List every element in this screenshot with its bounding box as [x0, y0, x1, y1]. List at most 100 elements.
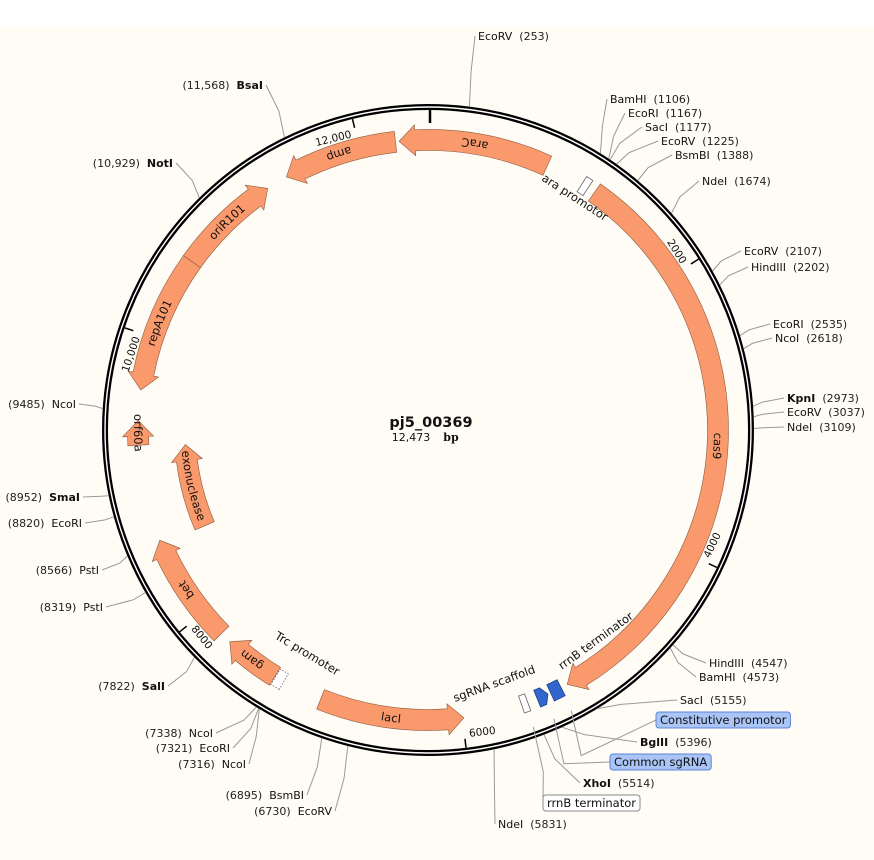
- restriction-site-label[interactable]: (8952) SmaI: [6, 491, 80, 504]
- site-name: EcoRV: [744, 245, 779, 258]
- site-name: SmaI: [49, 491, 80, 504]
- site-position: (9485): [8, 398, 45, 411]
- feature-arrow[interactable]: [151, 539, 230, 642]
- restriction-site-label[interactable]: (7338) NcoI: [145, 727, 213, 740]
- restriction-site-label[interactable]: NdeI (3109): [787, 421, 856, 434]
- site-leader-line: [265, 84, 285, 138]
- callout-label: Constitutive promotor: [660, 713, 787, 727]
- restriction-site-label[interactable]: (7822) SalI: [98, 680, 165, 693]
- site-position: (7822): [98, 680, 135, 693]
- site-leader-line: [671, 180, 700, 214]
- restriction-site-label[interactable]: HindIII (2202): [751, 261, 830, 274]
- restriction-site-label[interactable]: (10,929) NotI: [93, 157, 173, 170]
- restriction-site-label[interactable]: SacI (1177): [645, 121, 712, 134]
- restriction-site-label[interactable]: BamHI (1106): [610, 93, 690, 106]
- restriction-site-label[interactable]: KpnI (2973): [787, 392, 859, 405]
- restriction-site-label[interactable]: EcoRI (2535): [773, 318, 847, 331]
- restriction-site-label[interactable]: (7321) EcoRI: [156, 742, 230, 755]
- feature-arrow[interactable]: [398, 124, 553, 176]
- site-name: BsaI: [237, 79, 263, 92]
- restriction-site-label[interactable]: (11,568) BsaI: [182, 79, 263, 92]
- feature-arrow[interactable]: [229, 640, 281, 686]
- site-position: (4573): [743, 671, 780, 684]
- site-leader-line: [616, 140, 659, 165]
- tick-mark: [179, 625, 188, 633]
- restriction-site-label[interactable]: EcoRI (1167): [628, 107, 702, 120]
- feature-amp[interactable]: amp: [208, 131, 496, 240]
- feature-arrow[interactable]: [566, 183, 729, 690]
- tick-mark: [351, 118, 356, 128]
- site-leader-line: [101, 555, 128, 571]
- feature-arrow[interactable]: [127, 255, 201, 391]
- site-position: (7316): [178, 758, 215, 771]
- feature-box[interactable]: [546, 679, 566, 702]
- restriction-site-label[interactable]: EcoRV (2107): [744, 245, 822, 258]
- restriction-site-label[interactable]: (9485) NcoI: [8, 398, 76, 411]
- restriction-site-label[interactable]: XhoI (5514): [583, 777, 655, 790]
- feature-box[interactable]: [576, 175, 594, 197]
- site-position: (1106): [654, 93, 691, 106]
- callout-box[interactable]: [542, 794, 641, 812]
- restriction-site-label[interactable]: SacI (5155): [680, 694, 747, 707]
- site-leader-line: [637, 154, 673, 181]
- restriction-site-label[interactable]: HindIII (4547): [709, 657, 788, 670]
- feature-callout[interactable]: Common sgRNA: [609, 753, 712, 771]
- site-name: NotI: [147, 157, 173, 170]
- feature-common-sgrna[interactable]: [533, 687, 549, 708]
- restriction-site-label[interactable]: (7316) NcoI: [178, 758, 246, 771]
- restriction-site-label[interactable]: NdeI (1674): [702, 175, 771, 188]
- restriction-site-label[interactable]: NdeI (5831): [498, 818, 567, 831]
- restriction-site-label[interactable]: BsmBI (1388): [675, 149, 753, 162]
- restriction-site-label[interactable]: BamHI (4573): [699, 671, 779, 684]
- site-leader-line: [739, 323, 771, 337]
- site-position: (1388): [717, 149, 754, 162]
- feature-box[interactable]: [518, 693, 532, 714]
- feature-callout[interactable]: rrnB terminator: [542, 794, 641, 812]
- restriction-site-label[interactable]: (8319) PstI: [40, 601, 103, 614]
- feature-sgrna-scaffold[interactable]: sgRNA scaffold: [451, 662, 537, 714]
- backbone-gap: [104, 106, 752, 754]
- feature-arrow[interactable]: [182, 184, 269, 269]
- feature-box[interactable]: [270, 668, 289, 690]
- feature-repa101[interactable]: repA101: [127, 191, 264, 491]
- feature-label: orf60a: [131, 414, 146, 452]
- restriction-site-label[interactable]: EcoRV (3037): [787, 406, 865, 419]
- site-position: (5155): [710, 694, 747, 707]
- restriction-site-label[interactable]: (8820) EcoRI: [8, 517, 82, 530]
- site-name: XhoI: [583, 777, 611, 790]
- feature-orir101[interactable]: oriR101: [149, 148, 360, 352]
- site-position: (2973): [822, 392, 859, 405]
- feature-box[interactable]: [533, 687, 549, 708]
- feature-arrow[interactable]: [170, 444, 215, 531]
- feature-arac[interactable]: araC: [302, 124, 630, 223]
- feature-arrow[interactable]: [121, 420, 155, 447]
- site-leader-line: [334, 745, 349, 812]
- site-leader-line: [232, 708, 260, 749]
- callout-leader-line: [553, 718, 611, 765]
- feature-trc-promoter[interactable]: Trc promoter: [270, 628, 343, 690]
- feature-arrow[interactable]: [316, 689, 465, 736]
- tick-label: 6000: [468, 725, 496, 740]
- feature-callout[interactable]: Constitutive promotor: [655, 711, 791, 729]
- feature-orf60a[interactable]: orf60a: [121, 322, 162, 544]
- site-position: (7321): [156, 742, 193, 755]
- feature-laci[interactable]: lacI: [235, 646, 560, 736]
- restriction-site-label[interactable]: EcoRV (1225): [661, 135, 739, 148]
- restriction-site-label[interactable]: EcoRV (253): [478, 30, 549, 43]
- feature-arrow[interactable]: [286, 131, 398, 184]
- restriction-site-label[interactable]: (6730) EcoRV: [254, 805, 332, 818]
- site-leader-line: [468, 35, 476, 107]
- site-name: PstI: [79, 564, 99, 577]
- callout-box[interactable]: [655, 711, 791, 729]
- callout-box[interactable]: [609, 753, 712, 771]
- feature-exonuclease[interactable]: exonuclease: [170, 361, 251, 597]
- restriction-site-label[interactable]: (8566) PstI: [36, 564, 99, 577]
- restriction-site-label[interactable]: NcoI (2618): [775, 332, 843, 345]
- feature-bet[interactable]: bet: [138, 442, 303, 692]
- site-position: (10,929): [93, 157, 140, 170]
- restriction-site-label[interactable]: (6895) BsmBI: [226, 789, 304, 802]
- feature-cas9[interactable]: cas9: [472, 150, 729, 717]
- site-name: NcoI: [189, 727, 213, 740]
- restriction-site-label[interactable]: BglII (5396): [640, 736, 712, 749]
- site-leader-line: [306, 738, 323, 796]
